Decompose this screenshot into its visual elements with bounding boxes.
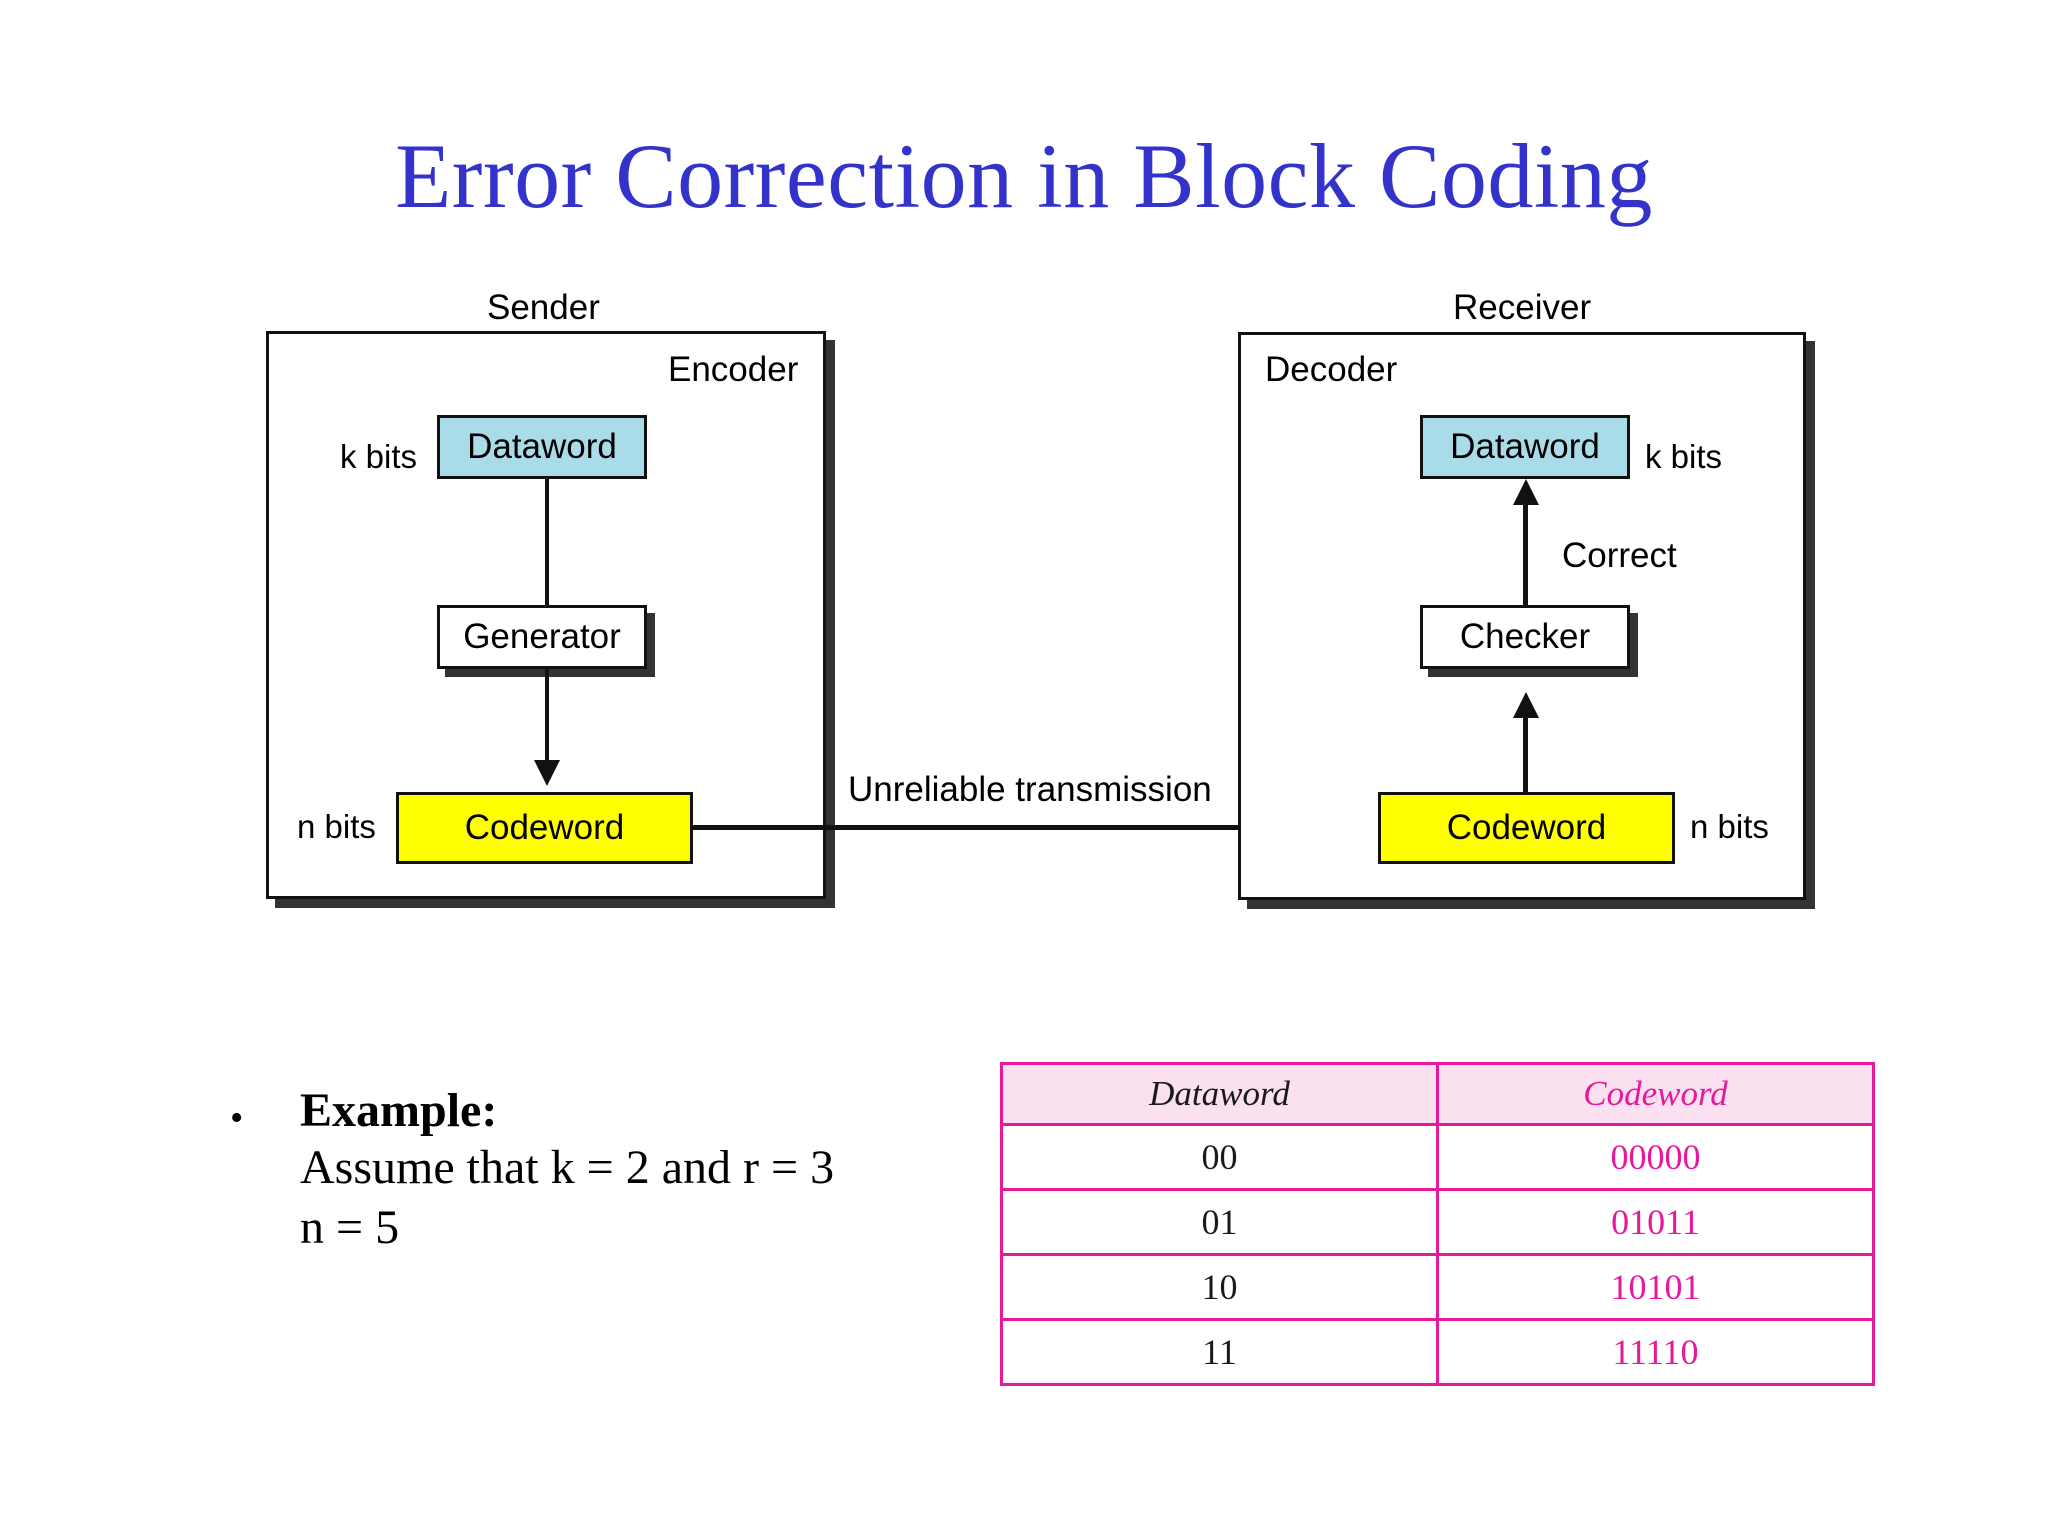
checker-label: Checker [1459, 617, 1591, 656]
receiver-dataword-label: Dataword [1450, 427, 1600, 466]
cell-codeword: 11110 [1436, 1318, 1875, 1386]
cell-codeword: 01011 [1436, 1188, 1875, 1256]
cell-dataword: 00 [1000, 1123, 1439, 1191]
cell-codeword: 10101 [1436, 1253, 1875, 1321]
page-title: Error Correction in Block Coding [395, 125, 1653, 227]
encoder-label: Encoder [668, 350, 799, 389]
receiver-dataword-box: Dataword [1420, 415, 1630, 479]
cell-dataword: 10 [1000, 1253, 1439, 1321]
dataword-codeword-table: Dataword Codeword 00 00000 01 01011 10 1… [1000, 1062, 1875, 1386]
example-line-1: Assume that k = 2 and r = 3 [300, 1140, 835, 1194]
correct-label: Correct [1562, 536, 1677, 575]
sender-dataword-box: Dataword [437, 415, 647, 479]
column-header-dataword: Dataword [1000, 1062, 1439, 1126]
bullet-icon: • [230, 1097, 244, 1139]
generator-box: Generator [437, 605, 647, 669]
column-header-codeword: Codeword [1436, 1062, 1875, 1126]
receiver-k-bits-label: k bits [1645, 438, 1723, 475]
generator-label: Generator [463, 617, 621, 656]
table-row: 01 01011 [1000, 1188, 1875, 1256]
receiver-codeword-label: Codeword [1446, 808, 1607, 847]
example-block: • Example: Assume that k = 2 and r = 3 n… [230, 1084, 930, 1258]
sender-k-bits-label: k bits [340, 438, 418, 475]
checker-dataword-connector [1523, 505, 1528, 605]
table-row: 10 10101 [1000, 1253, 1875, 1321]
generator-codeword-connector [545, 669, 549, 764]
receiver-codeword-box: Codeword [1378, 792, 1675, 864]
example-line-2: n = 5 [300, 1200, 400, 1254]
codeword-checker-connector [1523, 718, 1528, 798]
codeword-checker-arrowhead [1513, 692, 1539, 718]
receiver-label: Receiver [1453, 288, 1592, 327]
cell-dataword: 11 [1000, 1318, 1439, 1386]
generator-codeword-arrowhead [534, 760, 560, 786]
sender-label: Sender [487, 288, 600, 327]
transmission-line [693, 825, 1338, 830]
sender-n-bits-label: n bits [297, 808, 376, 845]
table-row: 00 00000 [1000, 1123, 1875, 1191]
unreliable-transmission-label: Unreliable transmission [848, 770, 1212, 809]
cell-dataword: 01 [1000, 1188, 1439, 1256]
decoder-label: Decoder [1265, 350, 1398, 389]
receiver-n-bits-label: n bits [1690, 808, 1769, 845]
example-heading: Example: [300, 1084, 498, 1137]
table-header-row: Dataword Codeword [1000, 1062, 1875, 1126]
checker-box: Checker [1420, 605, 1630, 669]
cell-codeword: 00000 [1436, 1123, 1875, 1191]
checker-dataword-arrowhead [1513, 479, 1539, 505]
sender-codeword-label: Codeword [464, 808, 625, 847]
table-row: 11 11110 [1000, 1318, 1875, 1386]
block-coding-diagram: Sender Encoder k bits Dataword Generator… [266, 288, 1806, 900]
sender-codeword-box: Codeword [396, 792, 693, 864]
sender-dataword-label: Dataword [467, 427, 617, 466]
dataword-generator-connector [545, 479, 549, 605]
